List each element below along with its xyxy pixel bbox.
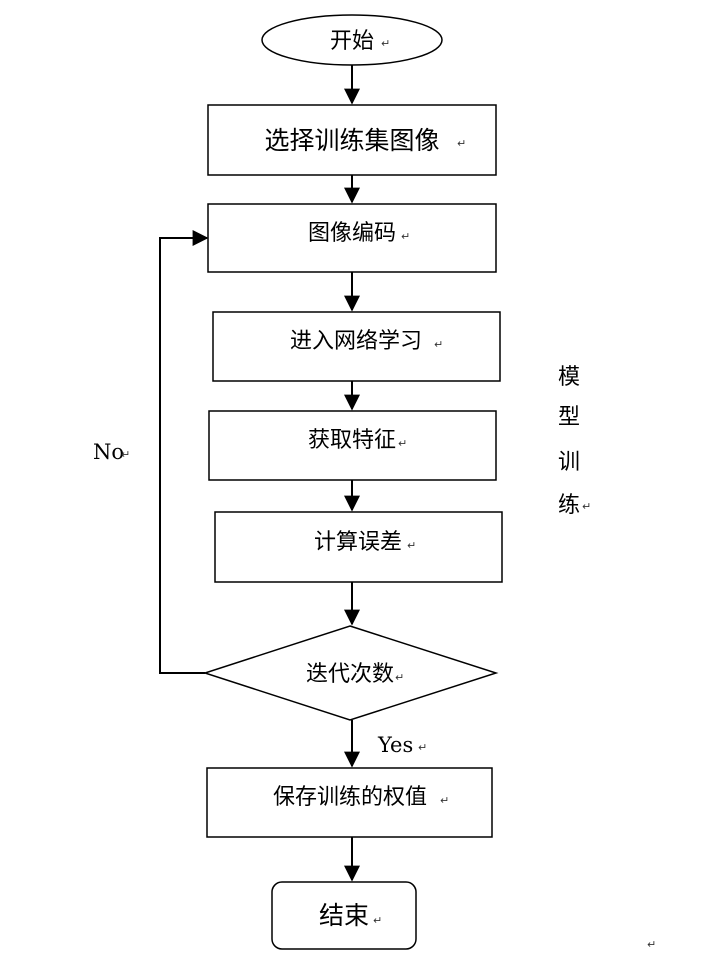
paragraph-mark-start: ↵ [381,37,390,50]
error-label: 计算误差 [314,530,402,555]
paragraph-mark-iterations: ↵ [395,671,404,684]
paragraph-mark-yes: ↵ [418,741,427,754]
paragraph-mark-features: ↵ [398,437,407,450]
error-node: 计算误差 [214,511,503,583]
encode-label: 图像编码 [308,221,396,246]
start-node: 开始 [261,14,443,66]
no-label: No [93,440,124,464]
paragraph-mark-end: ↵ [373,914,382,927]
side-label: 模 型 训 练 [558,365,580,518]
end-label: 结束 [319,901,369,930]
start-node-label: 开始 [330,29,374,54]
side-label-char-1: 模 [558,365,580,390]
iterations-decision: 迭代次数 [202,625,499,721]
paragraph-mark-encode: ↵ [401,230,410,243]
iterations-label: 迭代次数 [306,662,394,687]
select-images-node: 选择训练集图像 [207,104,497,176]
paragraph-mark-network: ↵ [434,338,443,351]
network-label: 进入网络学习 [290,329,422,354]
network-node: 进入网络学习 [212,311,501,382]
paragraph-mark-side: ↵ [582,500,591,513]
side-label-char-2: 型 [558,405,580,430]
paragraph-mark-select: ↵ [457,137,466,150]
paragraph-mark-page-end: ↵ [647,938,656,951]
yes-label: Yes [377,733,413,757]
side-label-char-3: 训 [558,450,580,475]
paragraph-mark-save: ↵ [440,794,449,807]
loop-back-arrow [159,230,209,674]
side-label-char-4: 练 [558,493,580,518]
save-label: 保存训练的权值 [273,785,427,810]
select-images-label: 选择训练集图像 [264,126,439,155]
end-node: 结束 [271,881,417,950]
save-node: 保存训练的权值 [206,767,493,838]
paragraph-mark-no: ↵ [121,448,130,461]
paragraph-mark-error: ↵ [407,539,416,552]
encode-node: 图像编码 [207,203,497,273]
features-label: 获取特征 [308,428,396,453]
features-node: 获取特征 [208,410,497,481]
